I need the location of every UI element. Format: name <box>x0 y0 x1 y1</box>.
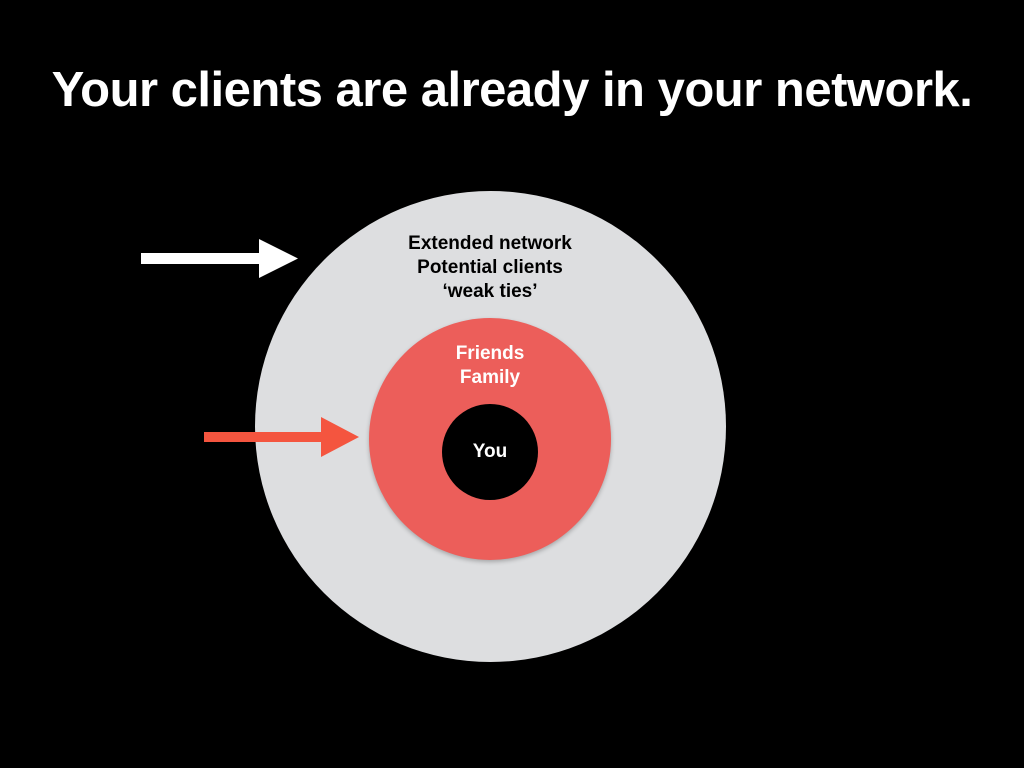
outer-ring-line: ‘weak ties’ <box>442 281 538 302</box>
arrow-right-icon <box>204 417 359 457</box>
inner-ring-line: You <box>472 441 508 462</box>
you-label: You <box>442 440 538 464</box>
outer-ring-arrow-head <box>259 239 298 278</box>
middle-ring-line: Friends <box>455 343 525 364</box>
slide-title: Your clients are already in your network… <box>51 63 973 117</box>
outer-ring-arrow-shaft <box>141 253 261 264</box>
you-circle <box>442 404 538 500</box>
middle-ring-line: Family <box>459 367 521 388</box>
middle-ring-arrow-head <box>321 417 359 457</box>
middle-ring-arrow-shaft <box>204 432 324 442</box>
friends-family-label: Friends Family <box>390 342 590 390</box>
arrow-right-icon <box>141 239 298 278</box>
outer-ring-line: Potential clients <box>417 257 563 278</box>
outer-ring-line: Extended network <box>408 233 572 254</box>
extended-network-label: Extended network Potential clients ‘weak… <box>340 232 640 304</box>
